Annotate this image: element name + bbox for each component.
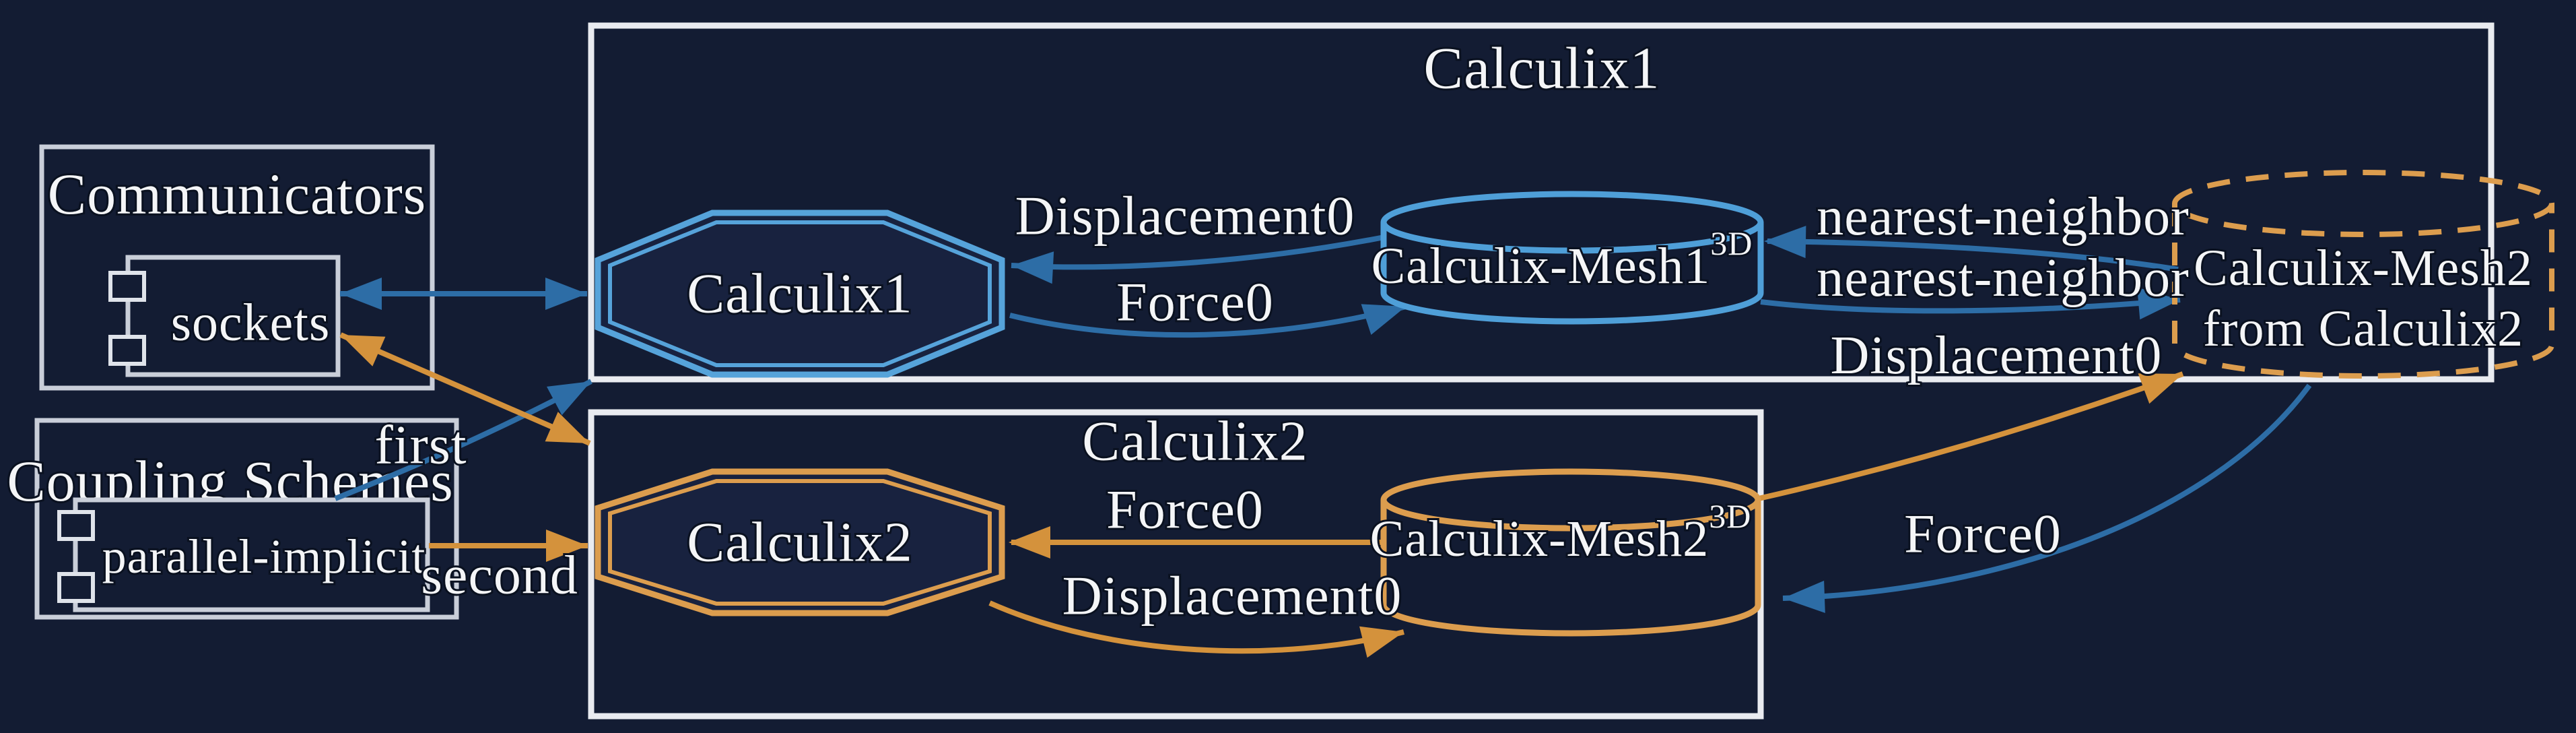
edge-label-displacement0-c1: Displacement0 — [1015, 185, 1355, 247]
orange-arrowheads — [341, 335, 2183, 658]
sockets-border — [125, 255, 341, 377]
ghost-cylinder-top — [2172, 170, 2554, 237]
communicators-title: Communicators — [48, 162, 426, 226]
edge-label-force0-c2: Force0 — [1106, 479, 1264, 540]
edge-label-displacement0-c2: Displacement0 — [1062, 565, 1402, 627]
edge-displacement0-to-mesh2 — [988, 600, 1404, 654]
cylinder-body — [1380, 500, 1761, 637]
mesh1-label: Calculix-Mesh13D — [1371, 224, 1753, 294]
parallel-implicit-label: parallel-implicit — [102, 530, 426, 583]
mesh2-label: Calculix-Mesh23D — [1370, 497, 1752, 567]
arrowhead — [1009, 526, 1050, 559]
parallel-implicit-component: parallel-implicit — [57, 497, 430, 612]
arrowhead — [341, 335, 386, 366]
calculix-mesh1-cylinder: Calculix-Mesh13D — [1369, 191, 1764, 325]
edge-nearest-neighbor-bottom — [1760, 297, 2181, 314]
arrowhead — [546, 381, 591, 416]
component-port-icon — [108, 271, 146, 302]
participant-calculix2-box: Calculix2 — [588, 408, 1764, 720]
mesh1-dimension: 3D — [1710, 224, 1753, 262]
mesh2-dimension: 3D — [1709, 497, 1751, 535]
calculix1-box-title: Calculix1 — [1423, 36, 1660, 102]
sockets-label: sockets — [171, 293, 331, 352]
edge-label-displacement0-right: Displacement0 — [1831, 326, 2163, 385]
communicators-box: Communicators sockets — [39, 144, 435, 391]
arrowhead — [2138, 373, 2183, 404]
arrowhead — [1011, 251, 1054, 284]
arrowhead — [545, 412, 590, 443]
octagon-inner — [608, 479, 992, 606]
edge-label-nearest-neighbor-top: nearest-neighbor — [1817, 187, 2190, 247]
calculix1-box-border — [588, 22, 2495, 383]
arrowhead — [1783, 580, 1825, 613]
component-port-icon — [57, 572, 95, 603]
octagon-outer — [595, 468, 1005, 616]
edge-label-force0-right: Force0 — [1904, 503, 2062, 565]
calculix2-solver-label: Calculix2 — [687, 511, 913, 574]
calculix2-solver-octagon: Calculix2 — [595, 468, 1005, 616]
edge-label-force0-c1: Force0 — [1116, 272, 1274, 333]
cylinder-top — [1380, 191, 1764, 254]
arrowhead — [1764, 226, 1806, 259]
mesh2-name: Calculix-Mesh2 — [1370, 511, 1709, 567]
parallel-implicit-border — [73, 497, 430, 612]
blue-edges — [334, 234, 2312, 601]
cylinder-top — [1380, 468, 1761, 532]
edge-label-nearest-neighbor-bottom: nearest-neighbor — [1817, 249, 2190, 308]
ghost-mesh-label-line2: from Calculix2 — [2203, 300, 2523, 357]
component-port-icon — [108, 335, 146, 366]
edge-sockets-calculix2 — [339, 332, 591, 446]
blue-arrowheads — [340, 226, 2180, 613]
calculix2-box-title: Calculix2 — [1082, 410, 1308, 473]
arrowhead — [1359, 626, 1404, 658]
ghost-mesh-label-line1: Calculix-Mesh2 — [2194, 240, 2533, 296]
edge-nearest-neighbor-top — [1767, 238, 2179, 272]
edge-force0-to-mesh1 — [1009, 304, 1407, 338]
orange-edges — [339, 332, 2184, 654]
participant-calculix1-box: Calculix1 — [588, 22, 2495, 383]
octagon-inner — [608, 220, 992, 367]
arrowhead — [545, 278, 587, 310]
octagon-outer — [595, 210, 1005, 378]
edge-force0-ghost-to-mesh2 — [1782, 383, 2312, 601]
ghost-mesh2-cylinder: Calculix-Mesh2 from Calculix2 — [2172, 170, 2554, 379]
coupling-schemes-box: Coupling Schemes parallel-implicit — [5, 418, 459, 620]
calculix-mesh2-cylinder: Calculix-Mesh23D — [1368, 468, 1761, 637]
mesh1-name: Calculix-Mesh1 — [1371, 238, 1711, 294]
arrowhead — [2137, 287, 2180, 320]
edge-displacement0-to-solver1 — [1011, 234, 1385, 270]
calculix1-solver-octagon: Calculix1 — [595, 210, 1005, 378]
arrowhead — [340, 278, 382, 310]
arrowhead — [1361, 304, 1406, 335]
component-port-icon — [57, 510, 95, 541]
edge-labels: first second Displacement0 Force0 neares… — [372, 183, 2190, 629]
calculix1-solver-label: Calculix1 — [687, 263, 913, 325]
arrowhead — [546, 530, 588, 562]
edge-displacement0-mesh2-to-ghost — [1758, 371, 2184, 501]
edge-label-second: second — [421, 544, 578, 606]
edge-label-first: first — [374, 414, 467, 476]
ghost-cylinder-body — [2172, 203, 2554, 379]
sockets-component: sockets — [108, 255, 341, 377]
